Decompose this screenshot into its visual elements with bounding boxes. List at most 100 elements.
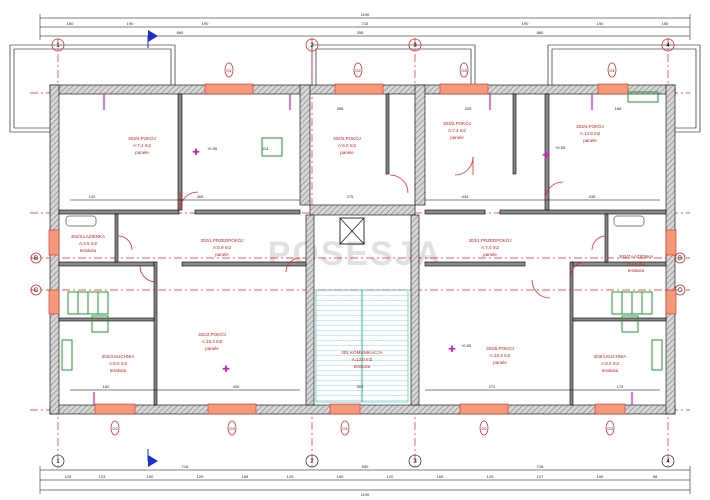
svg-text:413: 413 <box>262 146 269 151</box>
svg-text:125: 125 <box>287 474 294 479</box>
window-tags: O1 O2 O3 O1 O2 O3 O1 O2 O3 <box>110 62 617 436</box>
dim-top-1: 150 <box>67 21 74 26</box>
room-markers: ✚ ✚ ✚ ✚ +0.55 +0.55 +0.55 <box>192 145 566 374</box>
svg-text:165: 165 <box>242 474 249 479</box>
svg-text:309: 309 <box>357 384 364 389</box>
svg-text:303/7.ŁAZIENKA: 303/7.ŁAZIENKA <box>619 254 653 259</box>
svg-text:302/1.PRZEDPOKÓJ: 302/1.PRZEDPOKÓJ <box>200 237 243 243</box>
svg-text:132: 132 <box>89 194 96 199</box>
svg-text:303/4.POKÓJ: 303/4.POKÓJ <box>576 123 604 129</box>
dim-top-2: 190 <box>127 21 134 26</box>
room-label: 302/1.PRZEDPOKÓJ A:5.9 m2 panele <box>200 237 243 257</box>
svg-text:A:5.9 m2: A:5.9 m2 <box>213 245 232 250</box>
svg-text:302/3.KUCHNIA: 302/3.KUCHNIA <box>102 354 135 359</box>
svg-text:O3: O3 <box>229 426 235 431</box>
dim-top-r2-2: 355 <box>357 30 364 35</box>
wall-marks <box>93 94 633 405</box>
axis-top-3: 3 <box>413 43 417 49</box>
svg-text:panele: panele <box>493 360 507 365</box>
svg-text:275: 275 <box>347 194 354 199</box>
room-label: 302/2.POKÓJ A:6.0 m2 panele <box>333 135 361 155</box>
interior-walls <box>58 93 667 406</box>
svg-text:302/2.POKÓJ: 302/2.POKÓJ <box>198 331 226 337</box>
room-label: 303/4.POKÓJ A:13.9 m2 panele <box>576 123 604 143</box>
svg-text:panele: panele <box>340 150 354 155</box>
svg-text:O2: O2 <box>355 68 361 73</box>
svg-text:195: 195 <box>597 474 604 479</box>
dim-top-total: 1190 <box>361 12 370 17</box>
windows <box>48 83 677 415</box>
svg-text:190: 190 <box>147 474 154 479</box>
svg-text:303/4.KUCHNIA: 303/4.KUCHNIA <box>594 354 627 359</box>
svg-text:405: 405 <box>197 194 204 199</box>
svg-text:303/3.POKÓJ: 303/3.POKÓJ <box>443 120 471 126</box>
svg-text:terakota: terakota <box>80 248 97 253</box>
axis-right-b: B <box>678 256 682 262</box>
svg-text:panele: panele <box>583 138 597 143</box>
marker-1: ✚ <box>192 147 200 157</box>
svg-text:123: 123 <box>99 474 106 479</box>
axis-top-4: 4 <box>666 43 670 49</box>
svg-text:terakota: terakota <box>602 368 619 373</box>
dim-bottom-1: 716 <box>182 464 189 469</box>
svg-text:A:15.4 m2: A:15.4 m2 <box>202 339 223 344</box>
svg-text:A:6.0 m2: A:6.0 m2 <box>338 143 357 148</box>
svg-text:A:13.0 m2: A:13.0 m2 <box>352 357 373 362</box>
doors <box>117 156 607 299</box>
svg-text:302/2.POKÓJ: 302/2.POKÓJ <box>333 135 361 141</box>
svg-text:435: 435 <box>589 194 596 199</box>
svg-text:303/5.POKÓJ: 303/5.POKÓJ <box>486 345 514 351</box>
section-arrows <box>147 30 158 467</box>
svg-text:434: 434 <box>462 194 469 199</box>
dim-top-r2-1: 660 <box>177 30 184 35</box>
svg-text:A:8.0 m2: A:8.0 m2 <box>109 361 128 366</box>
dim-bottom-total: 1190 <box>361 492 370 497</box>
room-label: 302/3.KUCHNIA A:8.0 m2 terakota <box>102 354 135 373</box>
svg-text:302/3.ŁAZIENKA: 302/3.ŁAZIENKA <box>71 234 105 239</box>
svg-text:O1: O1 <box>609 68 615 73</box>
svg-text:271: 271 <box>489 384 496 389</box>
level-2: +0.55 <box>555 145 566 150</box>
axis-bottom-1: 1 <box>56 459 60 465</box>
dim-top-3: 190 <box>202 21 209 26</box>
svg-text:A:7.0 m2: A:7.0 m2 <box>481 245 500 250</box>
room-label: 303/5.POKÓJ A:15.4 m2 panele <box>486 345 514 365</box>
balconies <box>9 44 701 133</box>
room-label: 302/2.POKÓJ A:15.4 m2 panele <box>198 331 226 351</box>
axis-bottom-2: 2 <box>310 459 314 465</box>
dim-top-r2-3: 880 <box>537 30 544 35</box>
svg-text:175: 175 <box>617 384 624 389</box>
axis-top-1: 1 <box>56 43 60 49</box>
svg-text:panele: panele <box>483 252 497 257</box>
axis-left-c: C <box>34 288 39 294</box>
svg-text:A:15.4 m2: A:15.4 m2 <box>490 353 511 358</box>
svg-text:O1: O1 <box>226 68 232 73</box>
svg-text:panele: panele <box>135 150 149 155</box>
svg-text:O3: O3 <box>461 68 467 73</box>
svg-text:125: 125 <box>487 474 494 479</box>
svg-text:A:3.5 m2: A:3.5 m2 <box>79 241 98 246</box>
bottom-dimensions: 716 530 718 1190 125 123 190 120 165 125… <box>39 464 691 497</box>
axis-bubbles: 1 2 3 4 1 2 3 4 B C B C <box>30 38 686 468</box>
dim-top-4: 715 <box>362 21 369 26</box>
svg-text:terakota: terakota <box>628 268 645 273</box>
svg-text:O3: O3 <box>607 426 613 431</box>
svg-text:terakota: terakota <box>110 368 127 373</box>
svg-text:A:13.9 m2: A:13.9 m2 <box>580 131 601 136</box>
svg-text:panele: panele <box>215 252 229 257</box>
svg-text:127: 127 <box>537 474 544 479</box>
svg-text:panele: panele <box>205 346 219 351</box>
room-label: 303/4.KUCHNIA A:8.0 m2 terakota <box>594 354 627 373</box>
svg-text:A:8.0 m2: A:8.0 m2 <box>601 361 620 366</box>
svg-text:395: 395 <box>337 106 344 111</box>
svg-text:182: 182 <box>103 384 110 389</box>
svg-text:303/4.POKÓJ: 303/4.POKÓJ <box>128 135 156 141</box>
svg-text:panele: panele <box>450 135 464 140</box>
svg-text:98: 98 <box>653 474 658 479</box>
level-3: +0.55 <box>461 343 472 348</box>
